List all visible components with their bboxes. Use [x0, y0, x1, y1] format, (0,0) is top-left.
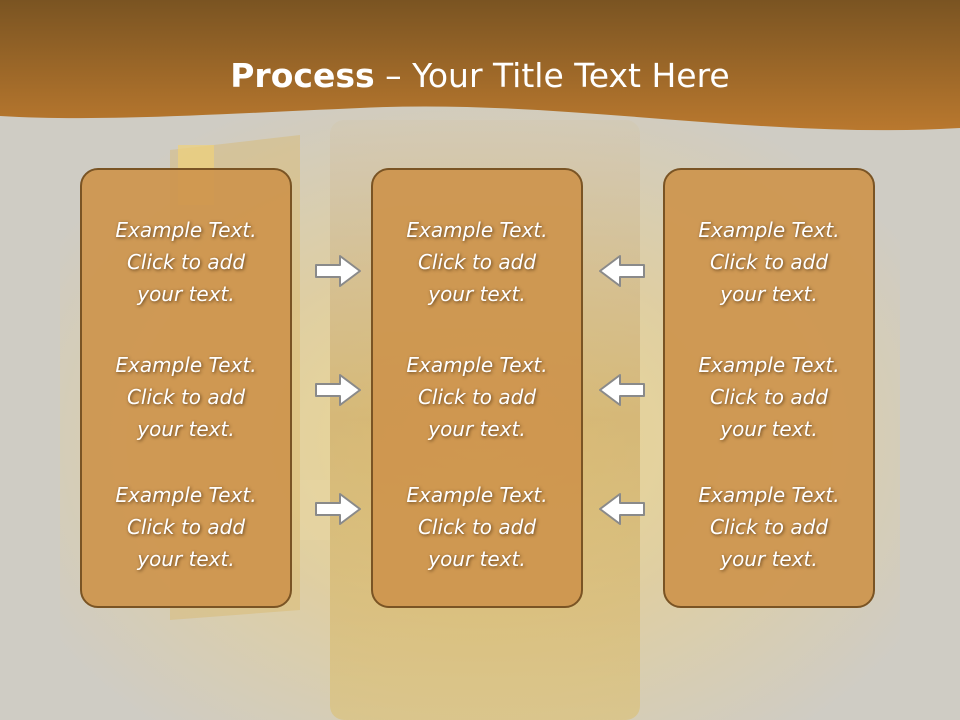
text-line: Example Text.	[115, 353, 257, 377]
text-line: your text.	[720, 417, 818, 441]
text-line: Click to add	[417, 515, 537, 539]
text-block[interactable]: Example Text. Click to add your text.	[665, 479, 873, 575]
text-line: Click to add	[126, 385, 246, 409]
text-block[interactable]: Example Text. Click to add your text.	[665, 214, 873, 310]
arrow-right-icon	[315, 493, 361, 525]
text-line: Click to add	[709, 385, 829, 409]
text-line: Example Text.	[406, 483, 548, 507]
text-line: Click to add	[417, 250, 537, 274]
panel-left[interactable]: Example Text. Click to add your text. Ex…	[80, 168, 292, 608]
text-block[interactable]: Example Text. Click to add your text.	[665, 349, 873, 445]
arrow-left-icon	[599, 493, 645, 525]
arrow-right-icon	[315, 374, 361, 406]
text-block[interactable]: Example Text. Click to add your text.	[82, 214, 290, 310]
text-line: your text.	[428, 547, 526, 571]
text-line: Example Text.	[698, 353, 840, 377]
text-block[interactable]: Example Text. Click to add your text.	[373, 214, 581, 310]
text-line: your text.	[428, 282, 526, 306]
text-line: Example Text.	[698, 218, 840, 242]
panel-right[interactable]: Example Text. Click to add your text. Ex…	[663, 168, 875, 608]
text-line: Example Text.	[406, 353, 548, 377]
title-rest: – Your Title Text Here	[374, 56, 730, 95]
text-block[interactable]: Example Text. Click to add your text.	[82, 349, 290, 445]
text-line: Click to add	[126, 515, 246, 539]
text-line: Example Text.	[115, 483, 257, 507]
text-line: your text.	[137, 547, 235, 571]
text-line: your text.	[428, 417, 526, 441]
text-line: your text.	[137, 417, 235, 441]
text-line: Example Text.	[406, 218, 548, 242]
panel-middle[interactable]: Example Text. Click to add your text. Ex…	[371, 168, 583, 608]
text-block[interactable]: Example Text. Click to add your text.	[82, 479, 290, 575]
text-block[interactable]: Example Text. Click to add your text.	[373, 479, 581, 575]
text-line: Click to add	[417, 385, 537, 409]
arrow-left-icon	[599, 255, 645, 287]
text-line: Example Text.	[698, 483, 840, 507]
text-line: Click to add	[126, 250, 246, 274]
text-block[interactable]: Example Text. Click to add your text.	[373, 349, 581, 445]
title-bold: Process	[230, 56, 375, 95]
text-line: your text.	[720, 282, 818, 306]
text-line: Example Text.	[115, 218, 257, 242]
text-line: Click to add	[709, 250, 829, 274]
text-line: your text.	[137, 282, 235, 306]
text-line: your text.	[720, 547, 818, 571]
arrow-right-icon	[315, 255, 361, 287]
arrow-left-icon	[599, 374, 645, 406]
text-line: Click to add	[709, 515, 829, 539]
slide-title[interactable]: Process – Your Title Text Here	[0, 54, 960, 98]
